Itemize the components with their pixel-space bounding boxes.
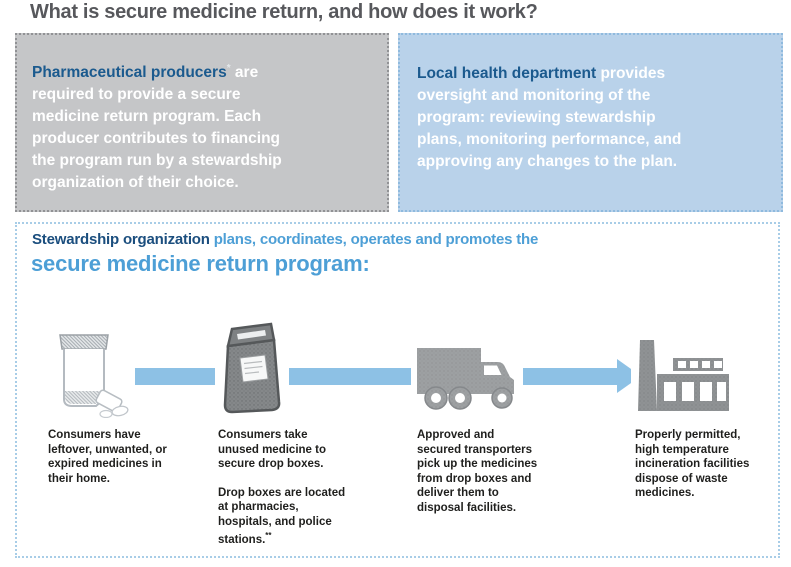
pill-bottle-icon [47, 330, 139, 418]
health-heading: Local health department [417, 65, 597, 82]
step-caption-consumers-home: Consumers have leftover, unwanted, or ex… [48, 429, 167, 485]
producers-text: Pharmaceutical producers* are required t… [32, 58, 371, 194]
step-caption-text: Drop boxes are located at pharmacies, ho… [218, 486, 346, 546]
page-title: What is secure medicine return, and how … [30, 1, 538, 23]
producers-footnote-mark: * [226, 63, 231, 74]
stewardship-lead: Stewardship organization plans, coordina… [32, 231, 538, 248]
producers-body: are required to provide a secure medicin… [32, 64, 282, 192]
stewardship-heading: Stewardship organization [32, 231, 210, 248]
transport-truck-icon [411, 334, 523, 416]
incineration-facility-icon [631, 336, 739, 416]
producers-heading: Pharmaceutical producers [32, 64, 227, 82]
local-health-department-box: Local health department provides oversig… [398, 33, 783, 212]
step-caption-incineration: Properly permitted, high temperature inc… [635, 429, 750, 499]
step-caption-transporters: Approved and secured transporters pick u… [417, 429, 538, 514]
flow-arrow-shaft [95, 368, 618, 385]
pharmaceutical-producers-box: Pharmaceutical producers* are required t… [15, 33, 389, 212]
stewardship-subheading: secure medicine return program: [31, 251, 370, 276]
step-caption-text: Consumers take unused medicine to secure… [218, 429, 326, 470]
stewardship-organization-box: Stewardship organization plans, coordina… [15, 222, 780, 558]
drop-box-icon [213, 316, 291, 418]
health-text: Local health department provides oversig… [417, 63, 765, 173]
step-caption-drop-boxes: Consumers take unused medicine to secure… [218, 428, 390, 547]
drop-box-footnote-mark: ** [265, 531, 272, 540]
stewardship-lead-rest: plans, coordinates, operates and promote… [209, 231, 539, 248]
health-body: provides oversight and monitoring of the… [417, 65, 682, 170]
